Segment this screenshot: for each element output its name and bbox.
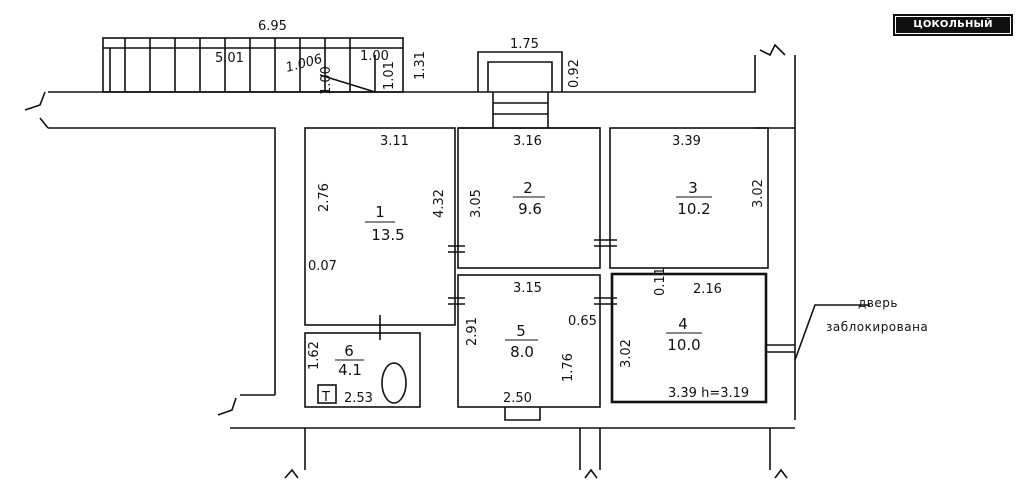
break-mark-bottom-right	[774, 468, 788, 479]
outer-wall-top	[48, 55, 756, 93]
room-4-area: 10.0	[667, 336, 700, 354]
dim-entry-width: 1.75	[510, 37, 539, 52]
door-note-line1: дверь	[858, 296, 898, 310]
door-leader	[794, 304, 870, 361]
door-tick-2-3	[594, 239, 617, 247]
room-5-area: 8.0	[510, 343, 534, 361]
entry-steps	[492, 92, 549, 128]
door-note-line2: заблокирована	[826, 320, 929, 334]
outer-wall-bottom-outer	[304, 428, 771, 470]
room-4-top-offset: 0.11	[653, 267, 668, 296]
room-1-offset: 0.07	[308, 259, 337, 274]
floor-label-frame	[893, 14, 1013, 36]
break-mark-top-right	[759, 43, 786, 57]
dim-overall-width: 6.95	[258, 19, 287, 34]
room-4-outline	[610, 272, 768, 404]
room-2-outline	[457, 127, 601, 269]
fixture-box	[317, 384, 337, 404]
room-3-number: 3	[688, 179, 698, 197]
room-6-number: 6	[344, 342, 354, 360]
dim-stair-width: 5.01	[215, 51, 244, 66]
room-5-top: 3.15	[513, 281, 542, 296]
dim-small-a: 1.00	[360, 49, 389, 64]
room-3-top: 3.39	[672, 134, 701, 149]
door-tick-1-2	[448, 245, 465, 253]
outer-wall-top-inner	[48, 127, 276, 395]
room-1-left: 2.76	[317, 183, 332, 212]
dim-small-d: 1.31	[413, 51, 428, 80]
room-4-top: 2.16	[693, 282, 722, 297]
break-mark-bottom-left	[217, 397, 237, 416]
floor-label: ЦОКОЛЬНЫЙ ЭТАЖ	[896, 17, 1010, 46]
room-6-area: 4.1	[338, 361, 362, 379]
door-tick-5-4	[594, 297, 617, 305]
dim-small-b: 1.01	[382, 61, 397, 90]
break-mark-left	[24, 91, 49, 129]
room-3-area: 10.2	[677, 200, 710, 218]
break-mark-bottom	[284, 468, 299, 479]
room-2-top: 3.16	[513, 134, 542, 149]
room-3-outline	[609, 127, 769, 269]
room-5-bottom: 2.50	[503, 391, 532, 406]
room-1-top: 3.11	[380, 134, 409, 149]
toilet-fixture	[381, 362, 407, 404]
entry-porch	[477, 51, 563, 92]
break-mark-bottom-mid	[584, 468, 598, 479]
dim-entry-depth: 0.92	[567, 59, 582, 88]
room-2-area: 9.6	[518, 200, 542, 218]
room-5-number: 5	[516, 322, 526, 340]
room-5-left: 2.91	[465, 317, 480, 346]
room-2-left: 3.05	[469, 189, 484, 218]
room-6-outline	[304, 332, 421, 408]
room-2-number: 2	[523, 179, 533, 197]
room-3-right: 3.02	[751, 179, 766, 208]
room-1-right: 4.32	[432, 189, 447, 218]
room-5-outline	[457, 274, 601, 408]
room-4-left: 3.02	[619, 339, 634, 368]
door-tick-5-bottom	[504, 407, 541, 421]
door-tick-1-5	[448, 297, 465, 305]
dim-small-c: 1.00	[319, 66, 334, 95]
room-6-left: 1.62	[307, 341, 322, 370]
room-1-number: 1	[375, 203, 385, 221]
room-5-right: 1.76	[561, 353, 576, 382]
dim-diagonal: 1.006	[284, 52, 324, 76]
door-tick-blocked	[766, 344, 795, 353]
room-6-bottom: 2.53	[344, 391, 373, 406]
room-6-fixture-label: T	[321, 390, 330, 405]
room-4-number: 4	[678, 315, 688, 333]
room-1-area: 13.5	[371, 226, 404, 244]
stair-block	[102, 37, 404, 93]
stair-steps	[124, 38, 351, 92]
room-4-bottom: 3.39 h=3.19	[668, 386, 749, 401]
diag-leader	[319, 74, 376, 93]
stair-landing	[103, 47, 403, 92]
room-5-offset: 0.65	[568, 314, 597, 329]
